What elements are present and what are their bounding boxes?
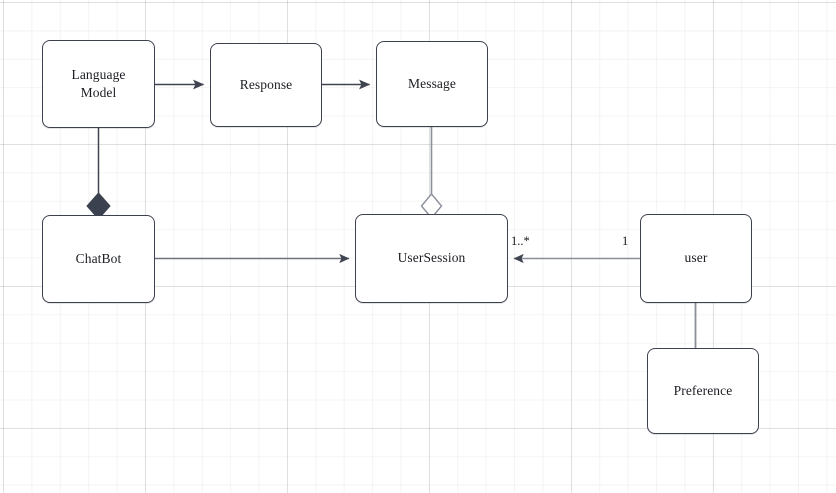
edge-label-multiplicity-one: 1: [622, 234, 629, 248]
node-label-response: Response: [239, 76, 293, 92]
node-label-usersession: UserSession: [397, 250, 466, 266]
node-response[interactable]: Response: [210, 43, 322, 127]
node-label-user: user: [684, 250, 708, 266]
node-user[interactable]: user: [640, 214, 752, 303]
node-label-preference: Preference: [673, 382, 733, 398]
edge-usersession-aggregation-message[interactable]: [420, 127, 443, 220]
node-language-model[interactable]: Language Model: [42, 40, 155, 128]
node-preference[interactable]: Preference: [647, 348, 759, 434]
edge-chatbot-composition-language-model[interactable]: [86, 128, 111, 220]
node-chatbot[interactable]: ChatBot: [42, 215, 155, 303]
node-label-chatbot: ChatBot: [75, 250, 122, 266]
node-message[interactable]: Message: [376, 41, 488, 127]
edge-label-multiplicity-many: 1..*: [511, 234, 530, 248]
node-label-language-model: Language Model: [71, 66, 126, 100]
node-usersession[interactable]: UserSession: [355, 214, 508, 303]
node-label-message: Message: [408, 75, 456, 91]
